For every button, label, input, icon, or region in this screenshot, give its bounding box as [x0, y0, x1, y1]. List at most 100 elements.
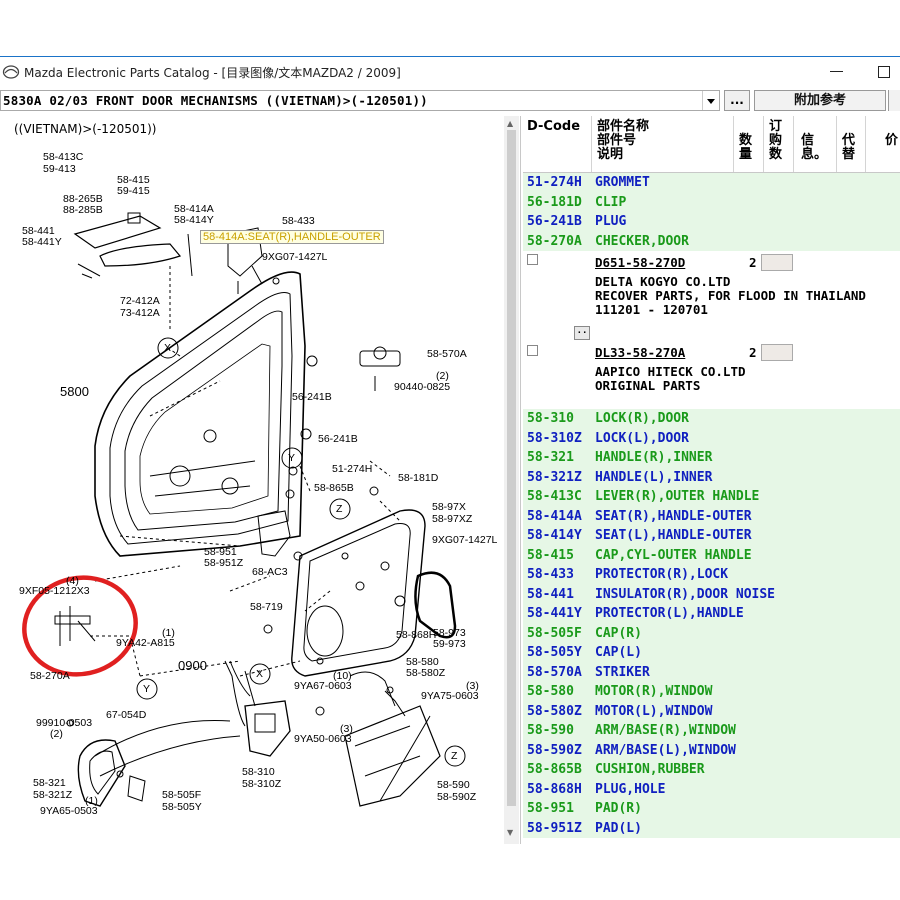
callout-label[interactable]: 58-310 [242, 766, 275, 778]
callout-label[interactable]: 56-241B [318, 433, 358, 445]
table-row[interactable]: 56-241B PLUG [523, 212, 900, 232]
callout-label[interactable]: 51-274H [332, 463, 373, 475]
maximize-button[interactable] [878, 66, 890, 78]
callout-label[interactable]: 58-441 [22, 225, 55, 237]
callout-label[interactable]: 58-413C [43, 151, 84, 163]
scroll-down-icon[interactable]: ▼ [507, 828, 514, 837]
callout-label[interactable]: 58-590 [437, 779, 470, 791]
part-number[interactable]: DL33-58-270A [595, 345, 686, 360]
callout-label[interactable]: 58-310Z [242, 778, 282, 790]
more-details-button[interactable]: .. [574, 326, 590, 340]
minimize-button[interactable] [830, 64, 844, 78]
header-dcode[interactable]: D-Code [527, 119, 581, 134]
diagram-vertical-scrollbar[interactable]: ▲ ▼ [504, 116, 519, 844]
callout-label[interactable]: 58-97XZ [432, 513, 473, 525]
callout-label[interactable]: 58-590Z [437, 791, 477, 803]
toolbar-scroll-button[interactable] [888, 90, 900, 111]
order-qty-input[interactable] [761, 344, 793, 361]
callout-label[interactable]: 9XG07-1427L [432, 534, 498, 546]
section-select[interactable]: 5830A 02/03 FRONT DOOR MECHANISMS ((VIET… [0, 90, 720, 111]
callout-label[interactable]: 58-414A [174, 203, 214, 215]
callout-label[interactable]: 72-412A [120, 295, 160, 307]
callout-label[interactable]: 9YA65-0503 [40, 805, 98, 817]
parts-diagram-pane[interactable]: ((VIETNAM)>(-120501)) [0, 116, 521, 844]
callout-label[interactable]: 59-973 [433, 638, 466, 650]
header-part-name[interactable]: 部件名称 [597, 119, 650, 134]
select-checkbox[interactable] [527, 254, 538, 265]
callout-label[interactable]: 58-97X [432, 501, 466, 513]
callout-label[interactable]: 59-415 [117, 185, 150, 197]
callout-label[interactable]: 58-414Y [174, 214, 214, 226]
header-replace[interactable]: 代替 [842, 133, 856, 162]
callout-label[interactable]: 67-054D [106, 709, 147, 721]
header-order-qty[interactable]: 订购数 [769, 119, 783, 162]
callout-label[interactable]: 68-AC3 [252, 566, 288, 578]
callout-label[interactable]: 58-951Z [204, 557, 244, 569]
callout-label[interactable]: 58-580 [406, 656, 439, 668]
part-number[interactable]: D651-58-270D [595, 255, 686, 270]
callout-label[interactable]: 58-321Z [33, 789, 73, 801]
callout-label[interactable]: 0900 [178, 658, 207, 673]
callout-label[interactable]: 73-412A [120, 307, 160, 319]
table-row[interactable]: 58-270A CHECKER,DOOR [523, 231, 900, 251]
callout-label[interactable]: 58-433 [282, 215, 315, 227]
callout-label[interactable]: 90440-0825 [394, 381, 451, 393]
extra-reference-button[interactable]: 附加参考 [754, 90, 886, 111]
callout-label[interactable]: 58-181D [398, 472, 439, 484]
table-row[interactable]: 56-181D CLIP [523, 192, 900, 212]
callout-label[interactable]: 9XF05-1212X3 [19, 585, 90, 597]
order-qty-input[interactable] [761, 254, 793, 271]
callout-label[interactable]: 59-413 [43, 163, 76, 175]
callout-label[interactable]: 58-415 [117, 174, 150, 186]
callout-label[interactable]: 5800 [60, 384, 89, 399]
callout-label[interactable]: 9YA75-0603 [421, 690, 479, 702]
scroll-up-icon[interactable]: ▲ [507, 119, 514, 128]
browse-button[interactable]: ... [724, 90, 750, 111]
header-quantity[interactable]: 数量 [739, 133, 753, 162]
callout-label[interactable]: 58-441Y [22, 236, 62, 248]
callout-label[interactable]: 9XG07-1427L [262, 251, 328, 263]
door-mechanism-illustration[interactable] [0, 116, 504, 844]
callout-label[interactable]: 9YA50-0603 [294, 733, 352, 745]
callout-label[interactable]: 58-865B [314, 482, 354, 494]
callout-label[interactable]: 99910-0503 [36, 717, 93, 729]
chevron-down-icon[interactable] [702, 91, 719, 110]
scrollbar-thumb[interactable] [507, 130, 516, 806]
select-checkbox[interactable] [527, 345, 538, 356]
callout-label[interactable]: 88-265B [63, 193, 103, 205]
callout-label[interactable]: 58-321 [33, 777, 66, 789]
callout-label[interactable]: 58-719 [250, 601, 283, 613]
callout-label[interactable]: 56-241B [292, 391, 332, 403]
callout-label[interactable]: 9YA42-A815 [116, 637, 175, 649]
callout-label[interactable]: 58-951 [204, 546, 237, 558]
header-info[interactable]: 信息。 [801, 133, 828, 162]
callout-label[interactable]: 58-505Y [162, 801, 202, 813]
table-row[interactable]: 51-274H GROMMET [523, 173, 900, 193]
callout-label[interactable]: 58-270A [30, 670, 70, 682]
header-price[interactable]: 价 [885, 133, 899, 148]
callout-label[interactable]: 58-505F [162, 789, 202, 801]
callout-label[interactable]: 58-973 [433, 627, 466, 639]
callout-label[interactable]: 58-868H [396, 629, 437, 641]
callout-label[interactable]: 9YA67-0603 [294, 680, 352, 692]
